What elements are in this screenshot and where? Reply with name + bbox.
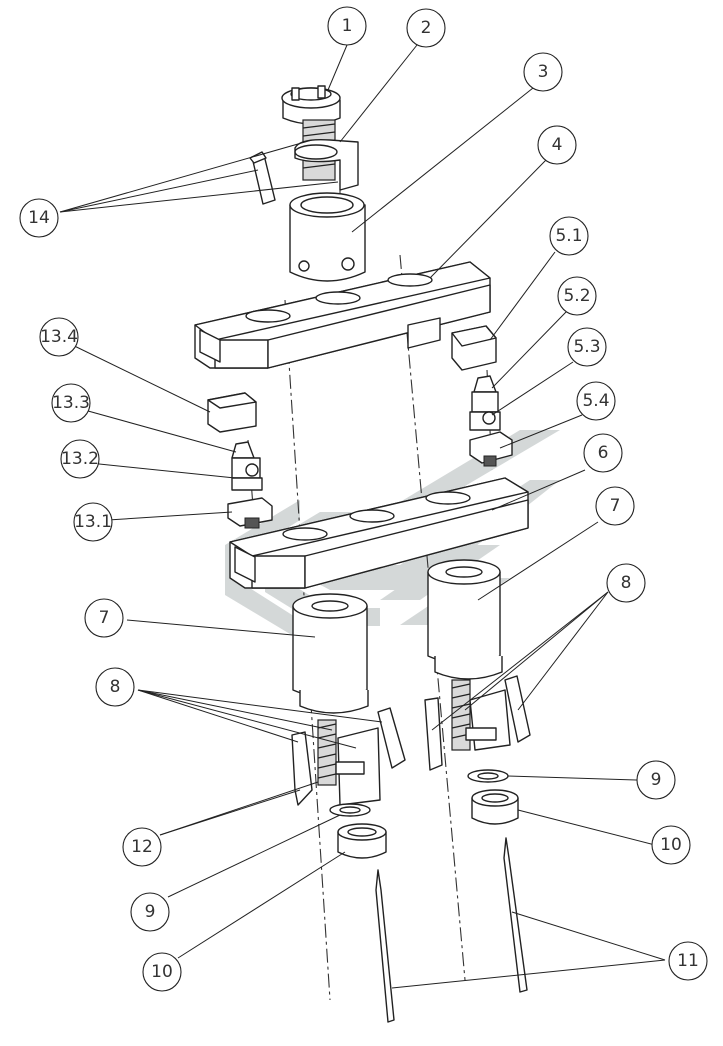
svg-text:4: 4: [552, 135, 563, 155]
svg-text:2: 2: [421, 18, 432, 38]
part-1-top-nut: [281, 85, 341, 125]
svg-text:10: 10: [660, 835, 682, 855]
callout-13-3: 13.3: [51, 383, 91, 423]
part-13-pin-assembly: [207, 392, 273, 529]
callout-10-right: 10: [651, 825, 691, 865]
svg-text:9: 9: [651, 770, 662, 790]
part-7-cylinder-right: [427, 559, 503, 680]
svg-text:5.1: 5.1: [555, 226, 582, 246]
part-10-nut-left: [337, 823, 387, 859]
part-9-washer-right: [467, 769, 509, 783]
svg-text:3: 3: [538, 62, 549, 82]
callout-1: 1: [327, 6, 367, 46]
svg-text:5.3: 5.3: [573, 337, 600, 357]
part-7-cylinder-left: [292, 593, 369, 714]
part-10-nut-right: [471, 789, 519, 825]
callout-8-left: 8: [95, 667, 135, 707]
callout-11: 11: [668, 941, 708, 981]
svg-text:14: 14: [28, 208, 50, 228]
svg-text:10: 10: [151, 962, 173, 982]
svg-text:13.4: 13.4: [40, 327, 78, 347]
svg-text:6: 6: [598, 443, 609, 463]
svg-text:5.2: 5.2: [563, 286, 590, 306]
svg-text:7: 7: [610, 496, 621, 516]
part-9-washer-left: [329, 803, 371, 817]
svg-text:8: 8: [110, 677, 121, 697]
callout-13-2: 13.2: [60, 439, 100, 479]
callout-5-3: 5.3: [567, 327, 607, 367]
svg-text:13.2: 13.2: [61, 449, 99, 469]
part-11-needle-right: [503, 837, 528, 993]
callout-12: 12: [122, 827, 162, 867]
part-14-clamp-assembly: [249, 119, 359, 205]
leader-lines: [57, 44, 666, 989]
callout-3: 3: [523, 52, 563, 92]
callout-13-1: 13.1: [73, 502, 113, 542]
part-4-upper-plate: [194, 261, 491, 369]
svg-text:8: 8: [621, 573, 632, 593]
callout-14: 14: [19, 198, 59, 238]
callout-5-2: 5.2: [557, 276, 597, 316]
callout-10-left: 10: [142, 952, 182, 992]
callout-9-left: 9: [130, 892, 170, 932]
svg-text:13.3: 13.3: [52, 393, 90, 413]
svg-text:11: 11: [677, 951, 699, 971]
callout-8-right: 8: [606, 563, 646, 603]
part-5-pin-assembly: [451, 325, 513, 467]
callout-4: 4: [537, 125, 577, 165]
part-8-clamps-right: [424, 675, 531, 771]
svg-text:1: 1: [342, 16, 353, 36]
svg-text:5.4: 5.4: [582, 391, 609, 411]
callout-9-right: 9: [636, 760, 676, 800]
svg-text:9: 9: [145, 902, 156, 922]
callout-7-left: 7: [84, 598, 124, 638]
callout-13-4: 13.4: [39, 317, 79, 357]
part-3-sleeve: [289, 192, 366, 282]
callout-5-1: 5.1: [549, 216, 589, 256]
callout-6: 6: [583, 433, 623, 473]
callout-2: 2: [406, 8, 446, 48]
svg-text:13.1: 13.1: [74, 512, 112, 532]
part-11-needle-left: [375, 869, 395, 1023]
callout-5-4: 5.4: [576, 381, 616, 421]
callout-7-right: 7: [595, 486, 635, 526]
svg-text:12: 12: [131, 837, 153, 857]
svg-text:7: 7: [99, 608, 110, 628]
part-8-clamps-left: [291, 707, 406, 806]
callout-bubbles: 1 2 3 4 5.1 5.2 5.3 5.4: [19, 6, 708, 992]
part-6-lower-plate: [229, 477, 529, 589]
